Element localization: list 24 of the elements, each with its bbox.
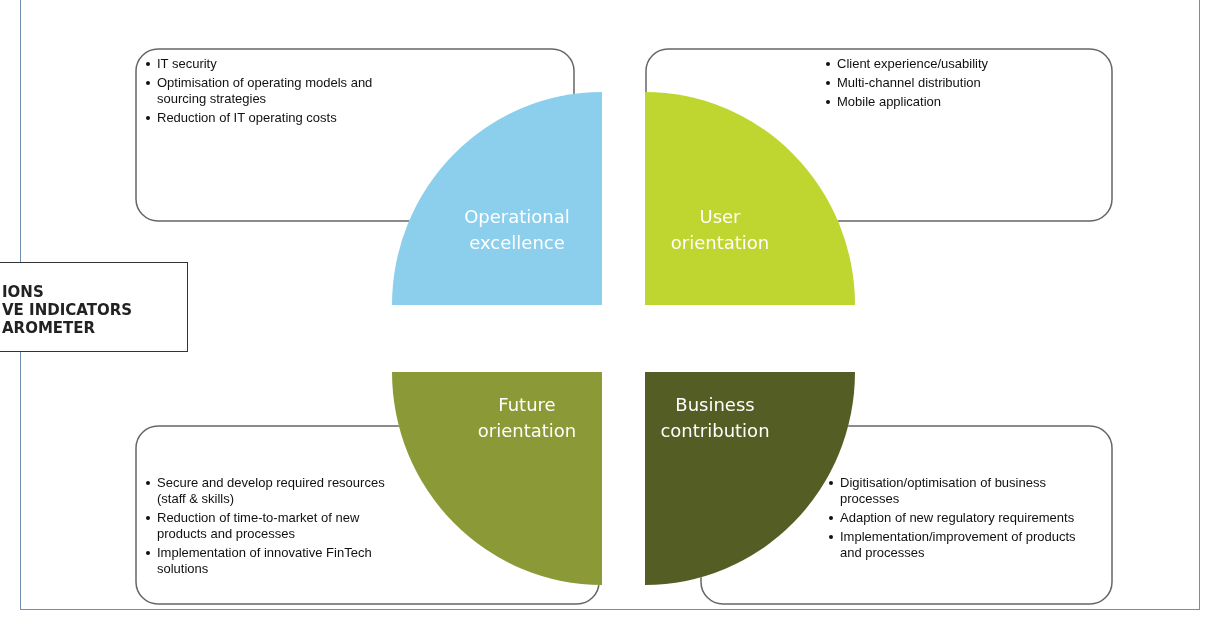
- bullet-item: Reduction of IT operating costs: [157, 110, 337, 125]
- bullet-list-card: [135, 425, 600, 605]
- bullet-item: Client experience/usability: [837, 56, 989, 71]
- quarter-circle-segment: [392, 372, 602, 585]
- bullet-item: Digitisation/optimisation of business processes: [840, 475, 1046, 506]
- quarter-circle-segment: [392, 92, 602, 305]
- bullet-list-card: [645, 48, 1113, 222]
- inset-panel: [0, 262, 188, 352]
- segment-title: Business contribution: [659, 393, 771, 443]
- bullet-item: Implementation of innovative FinTech solutions: [157, 545, 372, 576]
- bullet-item: Adaption of new regulatory requirements: [840, 510, 1075, 525]
- bullet-item: Multi-channel distribution: [837, 75, 981, 90]
- bullet-item: Secure and develop required resources (staff & skills): [157, 475, 385, 506]
- bullet-item: Optimisation of operating models and sourcing strategies: [157, 75, 373, 106]
- inset-text: AROMETER: [2, 319, 97, 337]
- bullet-item: Mobile application: [837, 94, 942, 109]
- inset-text: VE INDICATORS: [2, 301, 134, 319]
- inset-text: IONS: [2, 283, 45, 301]
- bullet-item: Reduction of time-to-market of new products and processes: [157, 510, 360, 541]
- segment-title: Future orientation: [476, 393, 578, 443]
- segment-title: Operational excellence: [463, 205, 571, 255]
- segment-title: User orientation: [669, 205, 771, 255]
- bullet-item: IT security: [157, 56, 217, 71]
- bullet-item: Implementation/improvement of products and processes: [840, 529, 1076, 560]
